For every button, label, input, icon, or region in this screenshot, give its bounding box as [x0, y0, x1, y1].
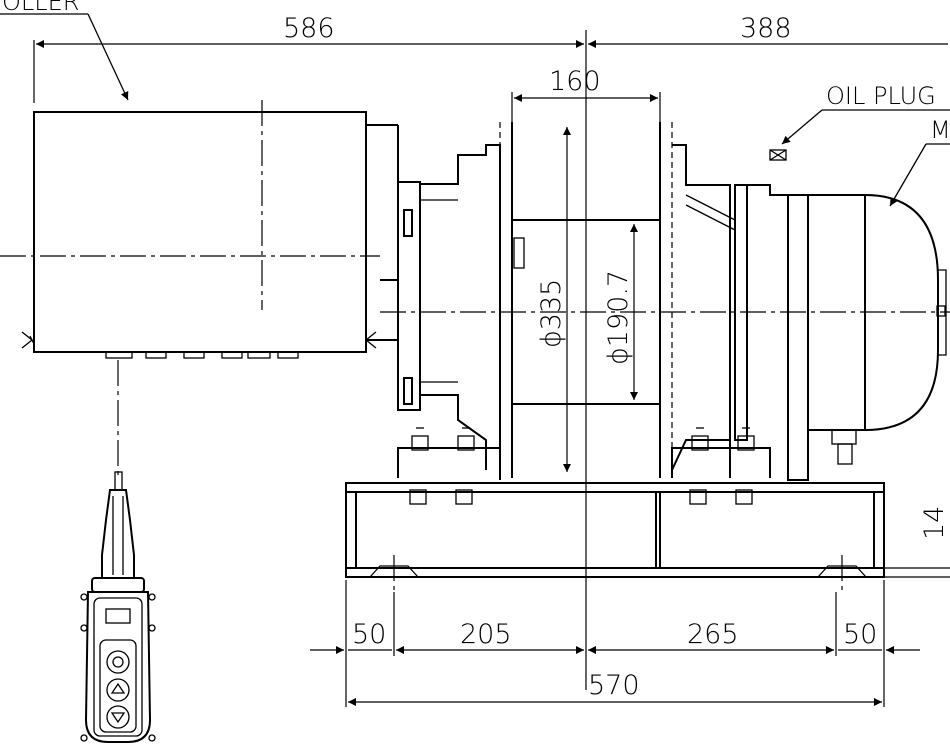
dimension-586: 586 — [33, 13, 587, 690]
dim-265-label: 265 — [687, 619, 739, 650]
pendant-button-1 — [106, 650, 130, 674]
dim-50-left-label: 50 — [352, 619, 386, 650]
base-frame — [345, 482, 885, 590]
motor-label: M — [930, 116, 950, 144]
oil-plug-marker — [769, 149, 787, 161]
dimension-14: 14 — [884, 506, 950, 578]
controller-label: OLLER — [2, 0, 79, 16]
dim-586-label: 586 — [283, 13, 335, 44]
pendant-button-2 — [106, 678, 130, 702]
motor — [808, 194, 947, 465]
oil-plug-label: OIL PLUG — [826, 82, 936, 110]
controller-label-group: OLLER — [0, 0, 129, 101]
dim-388-label: 388 — [740, 13, 792, 44]
pendant-button-3 — [106, 705, 130, 729]
bottom-dimensions: 50 205 265 50 570 — [310, 580, 920, 707]
dimension-388: 388 — [588, 13, 948, 48]
pendant — [80, 471, 156, 743]
dim-14-label: 14 — [919, 506, 950, 540]
controller-box — [21, 100, 399, 359]
dimension-160: 160 — [511, 66, 661, 122]
dim-205-label: 205 — [460, 619, 512, 650]
dim-570-label: 570 — [588, 670, 640, 701]
dim-phi335-label: ϕ335 — [536, 279, 567, 348]
dim-50-right-label: 50 — [843, 619, 877, 650]
dimension-phi190: ϕ190.7 — [603, 224, 638, 400]
dim-phi190-label: ϕ190.7 — [603, 270, 634, 365]
dim-160-label: 160 — [549, 66, 601, 97]
right-support — [671, 144, 809, 481]
drum — [499, 122, 673, 478]
dimension-phi335: ϕ335 — [536, 127, 571, 472]
mounting-plates — [397, 427, 771, 478]
oil-plug: OIL PLUG M — [769, 82, 950, 207]
